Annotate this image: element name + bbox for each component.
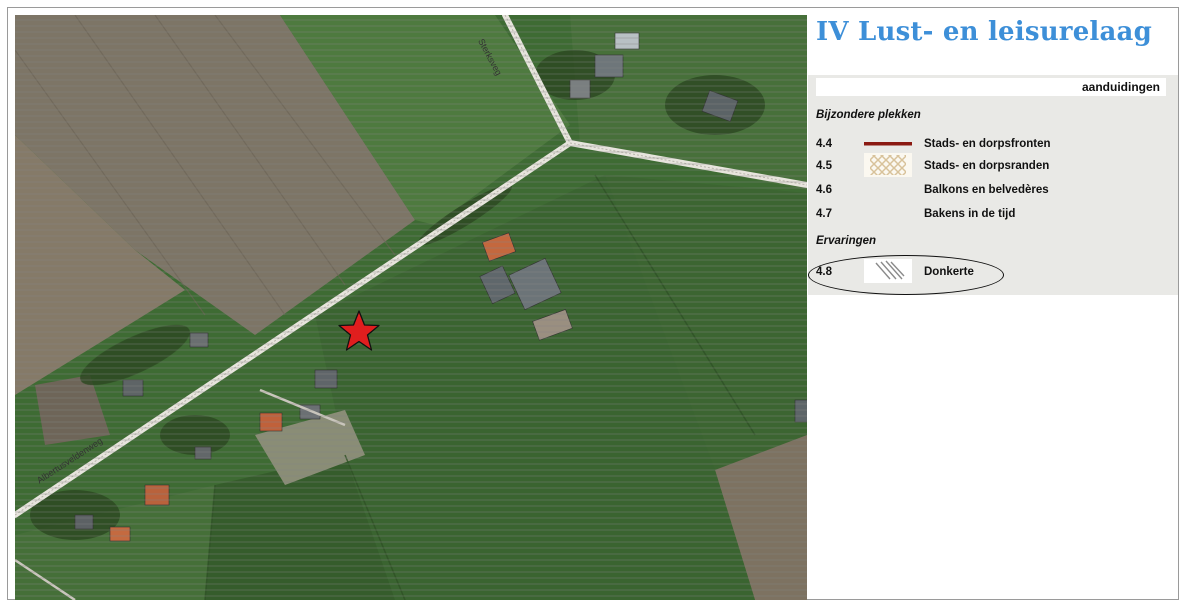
legend-row-4-4: 4.4 Stads- en dorpsfronten: [816, 134, 1166, 154]
legend-code: 4.5: [816, 160, 832, 172]
dark-red-line-symbol-icon: [862, 134, 914, 154]
legend-title: IV Lust- en leisurelaag: [816, 17, 1152, 47]
legend-label: Stads- en dorpsranden: [924, 160, 1050, 172]
location-star-marker[interactable]: [337, 310, 381, 352]
legend-label: Balkons en belvedères: [924, 184, 1049, 196]
aerial-map[interactable]: Sterksveg Albertusveldenweg: [15, 15, 807, 600]
legend-row-4-7: 4.7 Bakens in de tijd: [816, 204, 1166, 224]
section-heading-bijzondere-plekken: Bijzondere plekken: [816, 109, 921, 121]
legend-row-4-6: 4.6 Balkons en belvedères: [816, 180, 1166, 200]
crosshatch-symbol-icon: [862, 153, 914, 177]
legend-row-4-5: 4.5 Stads- en dorpsranden: [816, 153, 1166, 177]
legend-code: 4.4: [816, 138, 832, 150]
legend-header: aanduidingen: [816, 78, 1166, 96]
section-heading-ervaringen: Ervaringen: [816, 235, 877, 247]
legend-label: Bakens in de tijd: [924, 208, 1016, 220]
legend-panel: IV Lust- en leisurelaag aanduidingen Bij…: [808, 15, 1178, 600]
legend-code: 4.6: [816, 184, 832, 196]
legend-label: Stads- en dorpsfronten: [924, 138, 1051, 150]
legend-code: 4.7: [816, 208, 832, 220]
highlight-ellipse: [808, 255, 1004, 295]
